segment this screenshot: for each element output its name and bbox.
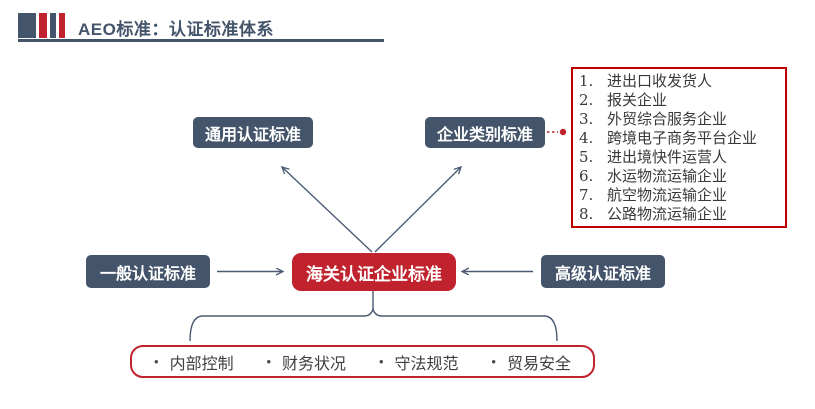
node-advanced-cert-standard: 高级认证标准 [541,255,665,288]
list-item: 7. 航空物流运输企业 [579,186,781,205]
list-item-label: 进出口收发货人 [607,72,713,90]
bullet-icon: • [378,354,384,369]
node-enterprise-category-standard: 企业类别标准 [425,117,545,148]
curly-brace [189,306,558,342]
node-general-cert-standard: 通用认证标准 [193,117,313,148]
criteria-item: • 守法规范 [379,350,459,374]
list-item-number: 6. [579,167,594,185]
criteria-item-label: 贸易安全 [506,353,571,373]
list-item: 1. 进出口收发货人 [579,72,781,91]
arrow-to-general [282,167,373,253]
bullet-icon: • [154,354,159,369]
logo-bar [50,13,56,38]
list-item-label: 跨境电子商务平台企业 [607,129,758,147]
criteria-item-label: 内部控制 [169,353,234,373]
logo-bars-icon [18,13,65,38]
list-item-number: 1. [579,72,594,90]
list-item-number: 5. [579,148,594,166]
list-item-number: 7. [579,186,594,204]
header-underline [18,39,384,42]
list-item: 6. 水运物流运输企业 [579,167,781,186]
criteria-item: • 内部控制 [154,350,234,374]
criteria-item: • 财务状况 [266,350,346,374]
criteria-item: • 贸易安全 [491,350,571,374]
list-item-number: 8. [579,205,594,223]
dotted-connector-dot [559,128,567,136]
bullet-icon: • [266,354,272,369]
list-item-label: 公路物流运输企业 [607,205,728,223]
logo-bar [18,13,36,38]
list-item: 5. 进出境快件运营人 [579,148,781,167]
list-item-label: 外贸综合服务企业 [607,110,728,128]
page-title: AEO标准：认证标准体系 [78,20,274,39]
list-item-label: 进出境快件运营人 [607,148,728,166]
list-item-label: 报关企业 [607,91,668,109]
arrow-to-category [374,167,461,253]
list-item-label: 水运物流运输企业 [607,167,728,185]
list-item: 3. 外贸综合服务企业 [579,110,781,129]
logo-bar [59,13,65,38]
list-item-label: 航空物流运输企业 [607,186,728,204]
list-item: 8. 公路物流运输企业 [579,205,781,224]
list-item: 2. 报关企业 [579,91,781,110]
enterprise-category-list: 1. 进出口收发货人 2. 报关企业 3. 外贸综合服务企业 4. 跨境电子商务… [571,67,787,228]
list-item-number: 4. [579,129,594,147]
bullet-icon: • [491,354,496,369]
list-item-number: 3. [579,110,594,128]
node-normal-cert-standard: 一般认证标准 [86,255,210,288]
criteria-item-label: 财务状况 [282,353,347,373]
logo-bar [39,13,47,38]
criteria-box: • 内部控制 • 财务状况 • 守法规范 • 贸易安全 [130,345,595,378]
criteria-item-label: 守法规范 [394,353,459,373]
list-item: 4. 跨境电子商务平台企业 [579,129,781,148]
list-item-number: 2. [579,91,594,109]
node-customs-certified-enterprise-standard: 海关认证企业标准 [292,253,456,291]
